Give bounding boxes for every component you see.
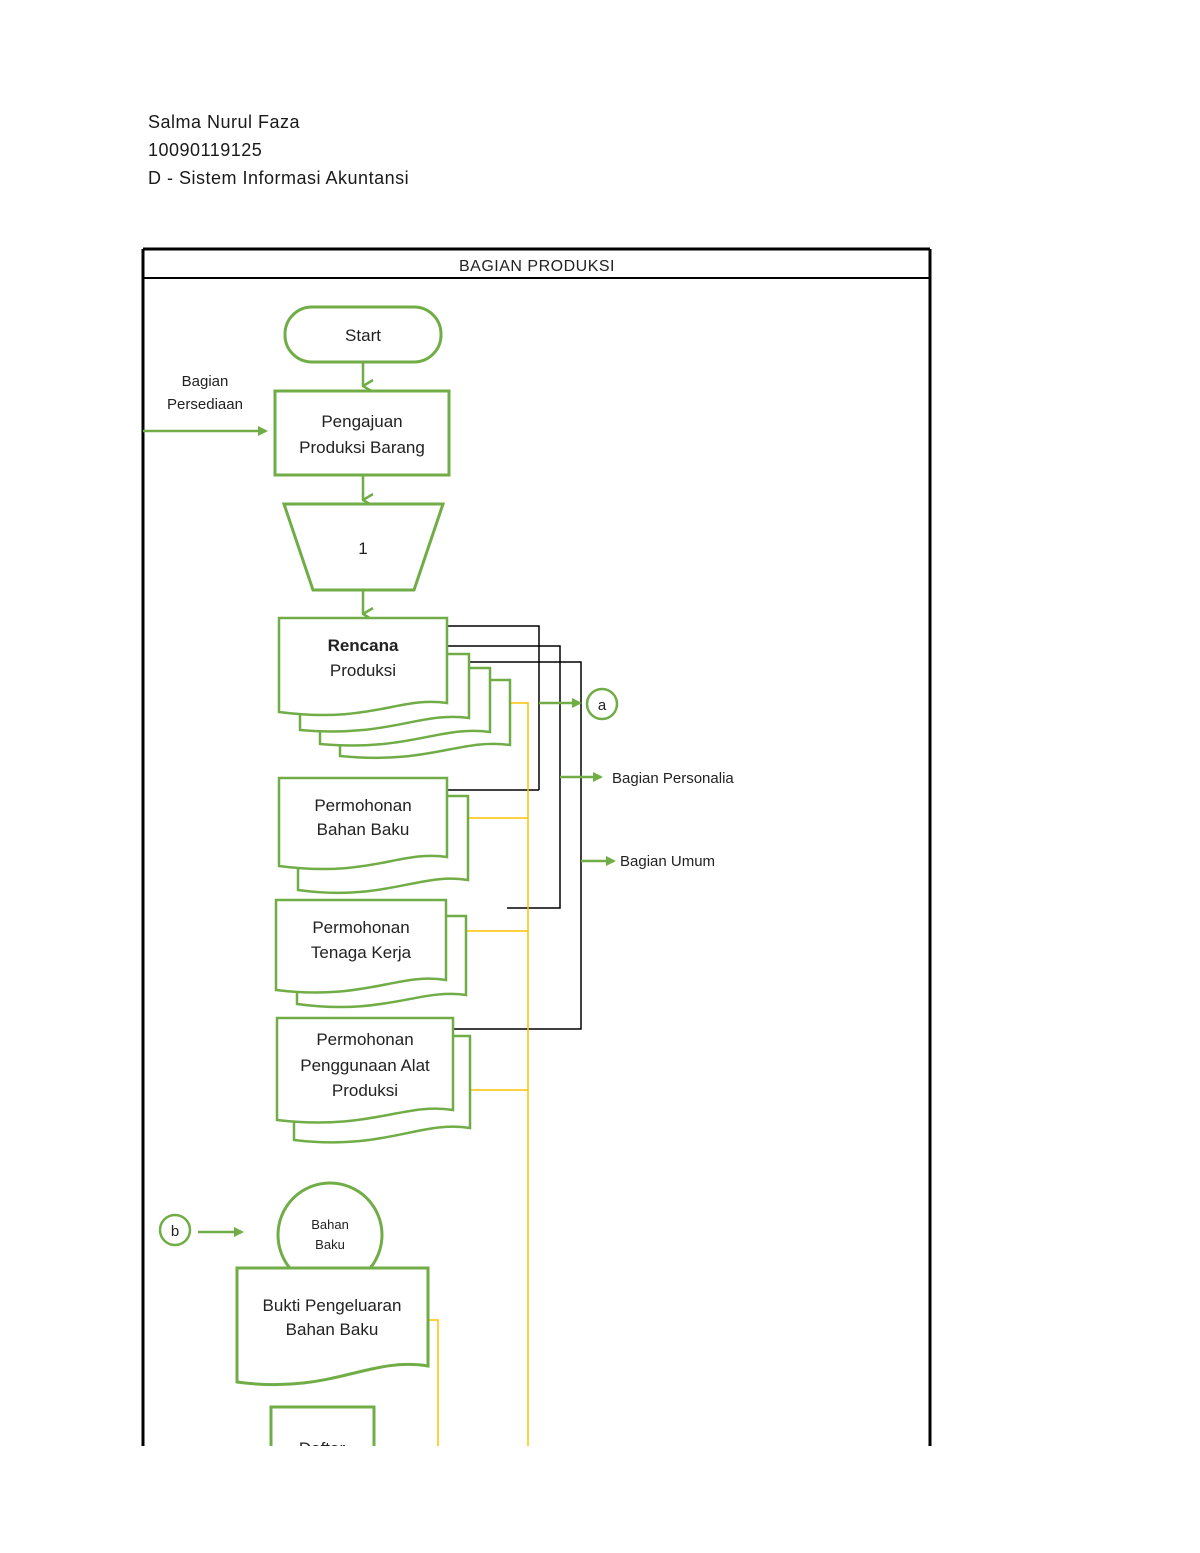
connector-b: b bbox=[158, 1213, 192, 1247]
circle-bahan-baku: Bahan Baku bbox=[276, 1181, 384, 1289]
doc-permohonan-bahan-baku: Permohonan Bahan Baku bbox=[277, 776, 470, 895]
bahan-label-line1: Permohonan bbox=[314, 796, 411, 815]
alat-label-line1: Permohonan bbox=[316, 1030, 413, 1049]
doc-daftar: Daftar bbox=[269, 1405, 376, 1458]
manual-operation: 1 bbox=[281, 502, 446, 592]
doc-permohonan-tenaga-kerja: Permohonan Tenaga Kerja bbox=[274, 898, 468, 1009]
author-name: Salma Nurul Faza bbox=[148, 112, 301, 132]
process-label-line1: Pengajuan bbox=[321, 412, 402, 431]
connector-a: a bbox=[585, 687, 619, 721]
connector-a-label: a bbox=[598, 697, 607, 714]
tenaga-label-line2: Tenaga Kerja bbox=[311, 943, 412, 962]
dest-umum: Bagian Umum bbox=[620, 853, 715, 870]
student-id: 10090119125 bbox=[148, 140, 263, 160]
rencana-label-line1: Rencana bbox=[328, 636, 399, 655]
rencana-label-line2: Produksi bbox=[330, 661, 396, 680]
circle-bahan-line1: Bahan bbox=[311, 1217, 349, 1232]
bukti-label-line1: Bukti Pengeluaran bbox=[263, 1296, 402, 1315]
lane-title: BAGIAN PRODUKSI bbox=[459, 258, 615, 275]
dest-personalia: Bagian Personalia bbox=[612, 770, 734, 787]
process-label-line2: Produksi Barang bbox=[299, 438, 425, 457]
source-label-line1: Bagian bbox=[182, 373, 229, 390]
bukti-label-line2: Bahan Baku bbox=[286, 1320, 379, 1339]
start-label: Start bbox=[345, 326, 381, 345]
connector-b-label: b bbox=[171, 1223, 179, 1240]
incoming-source: Bagian Persediaan bbox=[143, 373, 268, 436]
daftar-label: Daftar bbox=[299, 1439, 346, 1458]
tenaga-label-line1: Permohonan bbox=[312, 918, 409, 937]
yellow-connectors bbox=[428, 702, 529, 1446]
start-terminator: Start bbox=[283, 305, 443, 364]
bahan-label-line2: Bahan Baku bbox=[317, 820, 410, 839]
doc-permohonan-alat-produksi: Permohonan Penggunaan Alat Produksi bbox=[275, 1016, 472, 1144]
source-label-line2: Persediaan bbox=[167, 396, 243, 413]
manual-op-label: 1 bbox=[358, 539, 367, 558]
swimlane: BAGIAN PRODUKSI bbox=[141, 247, 932, 1446]
alat-label-line3: Produksi bbox=[332, 1081, 398, 1100]
doc-bukti-pengeluaran: Bukti Pengeluaran Bahan Baku bbox=[235, 1266, 430, 1387]
circle-bahan-line2: Baku bbox=[315, 1237, 345, 1252]
process-pengajuan: Pengajuan Produksi Barang bbox=[273, 389, 451, 477]
course-title: D - Sistem Informasi Akuntansi bbox=[148, 168, 410, 188]
doc-rencana-produksi: Rencana Produksi bbox=[277, 616, 512, 760]
alat-label-line2: Penggunaan Alat bbox=[300, 1056, 430, 1075]
